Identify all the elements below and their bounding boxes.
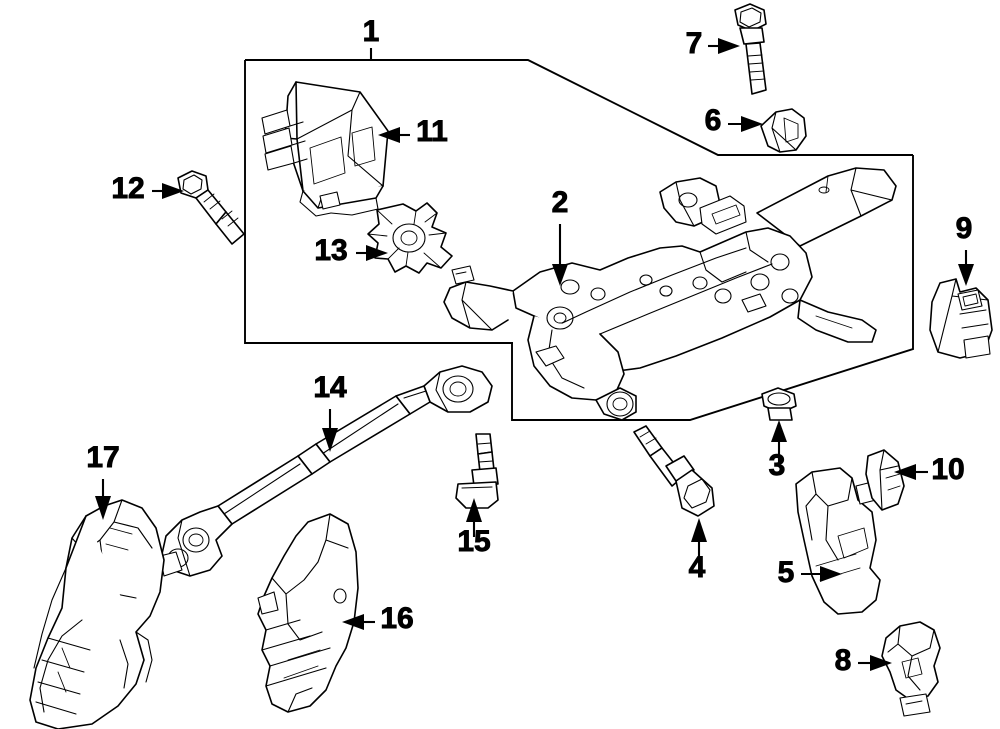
callout-leader-6 [728,116,763,132]
callout-leader-10 [894,464,928,480]
part-intermediate-shaft [159,365,493,577]
callout-leader-11 [378,127,410,143]
callout-leader-2 [552,224,568,286]
part-steering-column-boot [29,499,165,729]
group-2-bracket [511,155,914,421]
callout-label-11: 11 [416,115,448,148]
part-clamp-cover [760,108,807,153]
callout-label-8: 8 [835,644,852,677]
callout-leader-13 [356,245,388,261]
part-mounting-bolt [734,3,767,95]
callout-leader-4 [691,518,707,563]
part-nut [761,387,797,421]
callout-leader-17 [95,479,111,520]
callout-leader-15 [466,498,482,537]
callout-label-15: 15 [457,525,490,558]
callout-leader-7 [708,38,740,54]
callout-label-7: 7 [686,27,703,60]
callout-label-3: 3 [769,449,786,482]
part-lock-cylinder-bracket [881,621,941,717]
callout-label-10: 10 [931,453,964,486]
callout-label-2: 2 [552,186,569,219]
callout-leader-8 [858,655,892,671]
callout-leader-14 [322,409,338,452]
callout-label-13: 13 [314,234,347,267]
callout-label-16: 16 [380,602,413,635]
part-retainer-key [865,449,905,511]
callout-label-6: 6 [705,104,722,137]
callout-leader-12 [152,183,184,199]
part-steering-column-housing [443,167,897,421]
part-bolt-12 [177,170,245,245]
callout-label-14: 14 [313,371,347,404]
callout-label-1: 1 [363,15,380,48]
part-column-cover-lower [257,513,359,713]
callout-leader-5 [801,566,842,582]
part-control-module [929,278,993,359]
part-bolt-15 [455,433,499,509]
callout-leader-9 [958,250,974,286]
part-lower-bracket [795,467,881,615]
part-coupling-gear [367,202,453,274]
callout-label-12: 12 [111,172,144,205]
group-1-bracket [244,59,913,344]
callout-label-5: 5 [778,556,795,589]
part-flange-bolt [633,425,715,517]
callout-leader-16 [342,614,375,630]
callout-label-4: 4 [689,551,706,584]
part-power-steering-motor [261,81,389,217]
callout-label-17: 17 [86,441,119,474]
callout-label-9: 9 [956,212,973,245]
callout-leader-3 [771,420,787,462]
